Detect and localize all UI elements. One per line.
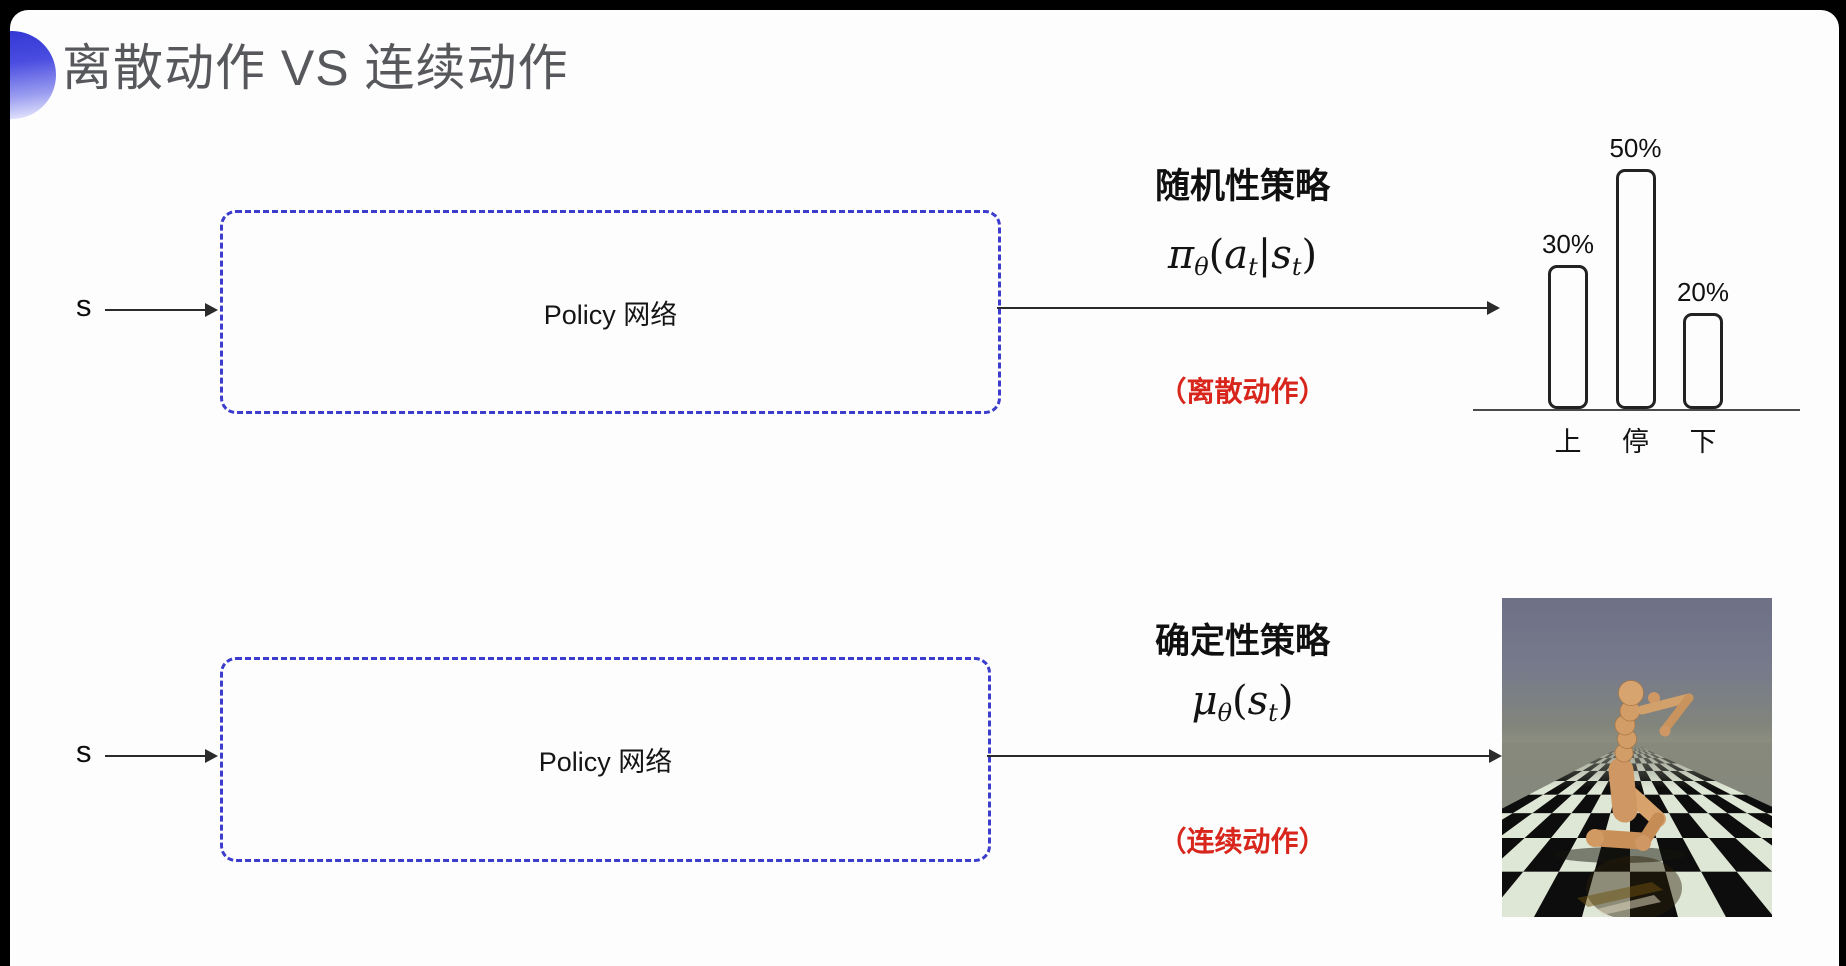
- bar-1: [1615, 169, 1656, 409]
- deterministic-policy-formula: μθ(st): [1191, 678, 1294, 728]
- deterministic-policy-title: 确定性策略: [1154, 622, 1330, 661]
- title-bullet-icon: [10, 31, 56, 119]
- input-arrow-bottom-icon: [105, 749, 218, 763]
- output-arrow-top-icon: [997, 301, 1500, 315]
- bar-0: [1548, 265, 1588, 409]
- bar-category-label: 停: [1622, 427, 1649, 457]
- bar-value-label: 30%: [1541, 229, 1595, 259]
- output-arrow-bottom-icon: [987, 749, 1502, 763]
- bar-value-label: 20%: [1676, 277, 1730, 307]
- bar-value-label: 50%: [1609, 133, 1662, 163]
- bar-category-label: 上: [1554, 427, 1582, 457]
- stochastic-policy-title: 随机性策略: [1154, 167, 1330, 206]
- stochastic-policy-formula: πθ(at|st): [1167, 232, 1318, 282]
- policy-network-label-top: Policy 网络: [543, 299, 678, 330]
- state-input-label-bottom: s: [76, 734, 92, 769]
- continuous-action-note: （连续动作）: [1158, 826, 1327, 857]
- discrete-action-note: （离散动作）: [1158, 376, 1327, 407]
- input-arrow-top-icon: [105, 303, 218, 317]
- action-probability-bar-chart: 30% 上 50% 停 20% 下: [1473, 98, 1803, 468]
- humanoid-robot-figure: [1554, 680, 1694, 917]
- bar-category-label: 下: [1689, 427, 1717, 457]
- policy-network-box-bottom: Policy 网络: [220, 657, 991, 862]
- bar-chart-axis: [1473, 409, 1800, 411]
- page-title: 离散动作 VS 连续动作: [62, 40, 569, 96]
- policy-network-box-top: Policy 网络: [220, 210, 1001, 414]
- mujoco-humanoid-image: [1502, 598, 1772, 917]
- sky-background: [1502, 598, 1772, 744]
- policy-network-label-bottom: Policy 网络: [538, 747, 673, 777]
- bar-2: [1683, 313, 1723, 409]
- state-input-label-top: s: [76, 288, 92, 323]
